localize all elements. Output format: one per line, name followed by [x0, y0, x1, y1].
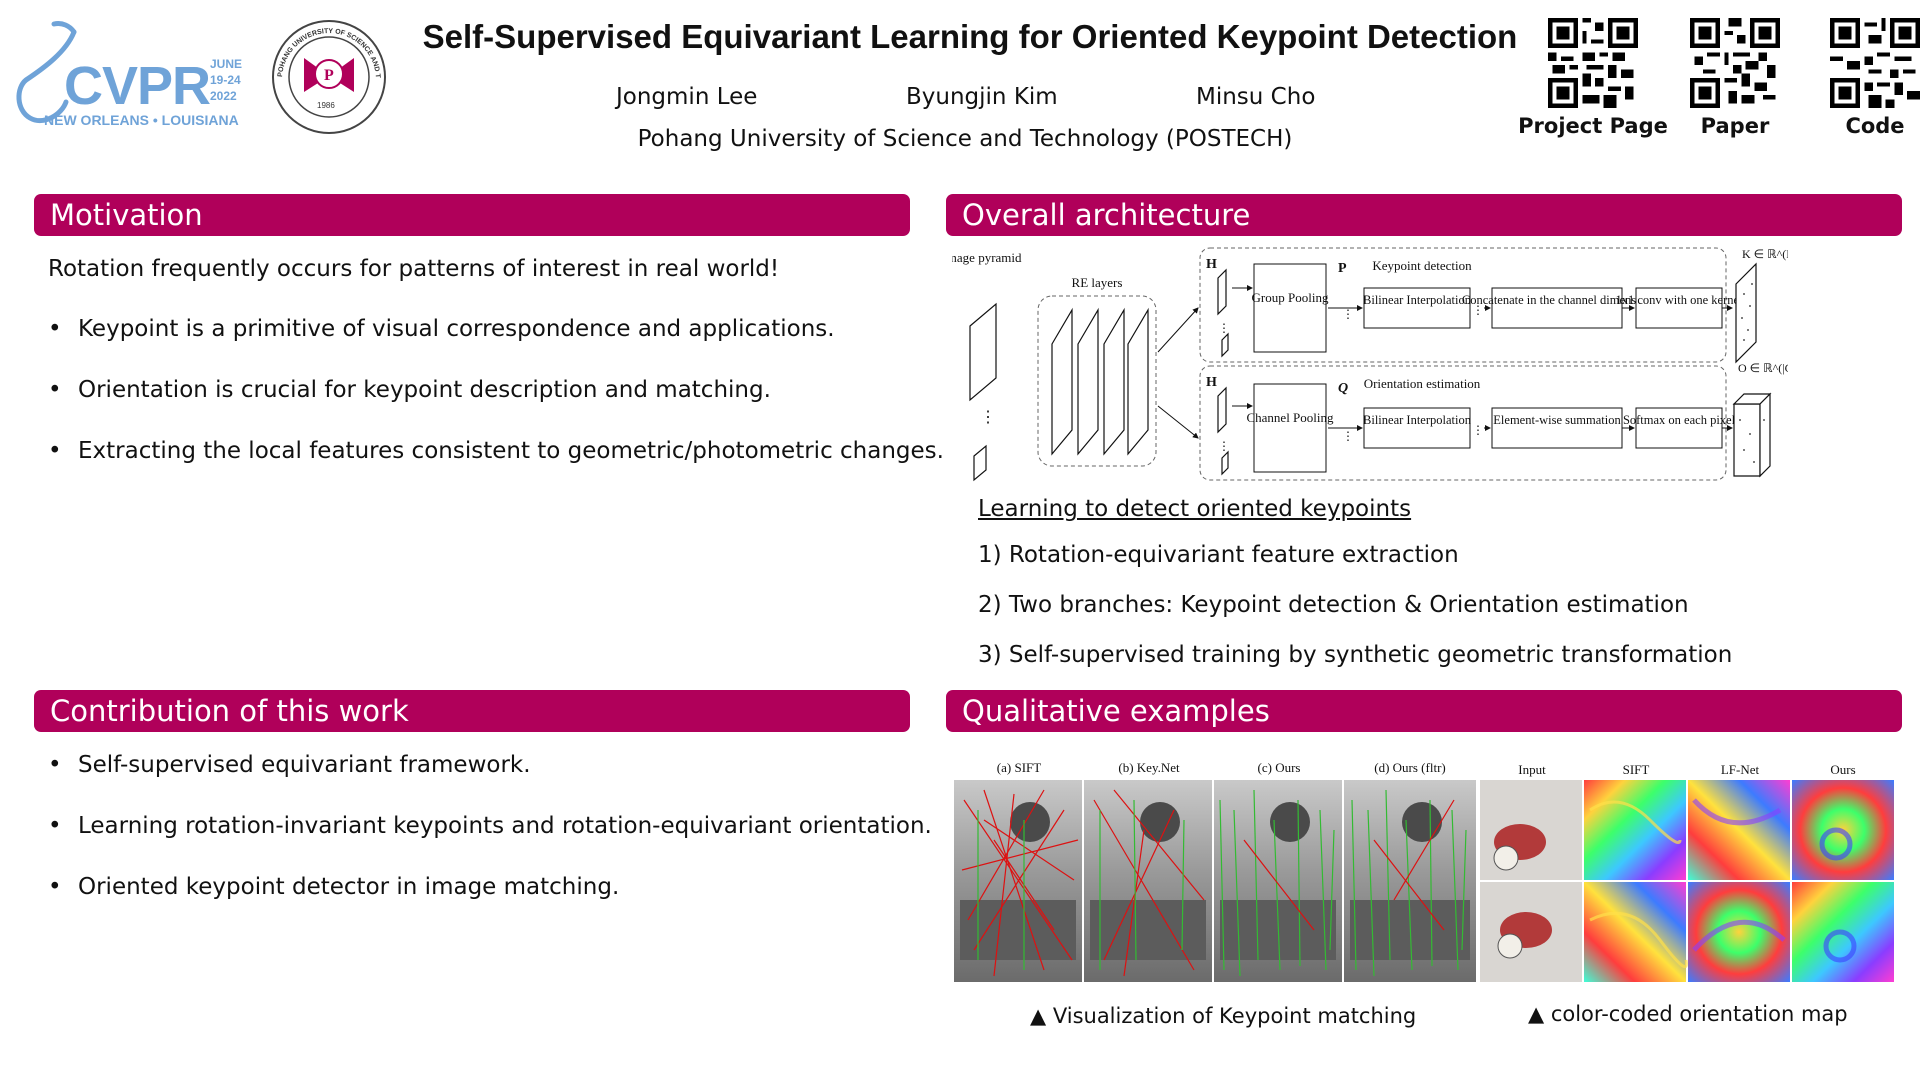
orientation-branch-label: Orientation estimation: [1364, 376, 1481, 391]
svg-text:⋮: ⋮: [1342, 307, 1354, 321]
list-item: Self-supervised equivariant framework.: [48, 752, 932, 813]
motivation-bullet-list: Keypoint is a primitive of visual corres…: [48, 316, 944, 499]
panel-label: (c) Ours: [1257, 760, 1301, 775]
keypoint-branch-label: Keypoint detection: [1372, 258, 1472, 273]
orientation-input-panel: [1480, 780, 1582, 982]
orientation-sift-panel: [1584, 780, 1688, 982]
svg-text:Group Pooling: Group Pooling: [1252, 290, 1329, 305]
svg-text:Concatenate in the channel dim: Concatenate in the channel dimension: [1462, 293, 1653, 307]
list-item: Keypoint is a primitive of visual corres…: [48, 316, 944, 377]
learning-title: Learning to detect oriented keypoints: [978, 496, 1412, 522]
panel-label: Ours: [1830, 762, 1856, 777]
motivation-intro: Rotation frequently occurs for patterns …: [48, 256, 780, 282]
list-item: Extracting the local features consistent…: [48, 438, 944, 499]
list-item: 3) Self-supervised training by synthetic…: [978, 642, 1733, 668]
keypoint-heatmap: [1735, 262, 1757, 364]
author-name: Minsu Cho: [1196, 84, 1316, 110]
matching-panel-keynet: [1084, 780, 1212, 982]
keypoint-output-label: K ∈ ℝ^(H,W): [1742, 247, 1788, 261]
orientation-ours-panel: [1792, 780, 1894, 982]
svg-text:19-24: 19-24: [210, 73, 241, 87]
image-pyramid-label: Image pyramid: [952, 250, 1022, 265]
re-layers-label: RE layers: [1072, 275, 1123, 290]
qualitative-heading: Qualitative examples: [946, 690, 1902, 732]
panel-label: (a) SIFT: [996, 760, 1042, 775]
architecture-diagram: Image pyramid ⋮ RE layers Keypoint detec…: [952, 247, 1788, 482]
svg-text:⋮: ⋮: [1218, 321, 1230, 335]
author-name: Byungjin Kim: [906, 84, 1058, 110]
qr-label-code[interactable]: Code: [1845, 114, 1905, 138]
orientation-output-label: O ∈ ℝ^(|G|,H,W): [1738, 361, 1788, 375]
qr-code-icon[interactable]: [1690, 18, 1780, 108]
keypoint-matching-figure: (a) SIFT (b) Key.Net (c) Ours (d) Ours (…: [954, 760, 1476, 982]
list-item: Orientation is crucial for keypoint desc…: [48, 377, 944, 438]
matching-caption: ▲ Visualization of Keypoint matching: [1030, 1004, 1417, 1028]
list-item: 2) Two branches: Keypoint detection & Or…: [978, 592, 1689, 618]
orientation-volume: [1732, 392, 1772, 478]
qr-code-icon[interactable]: [1548, 18, 1638, 108]
contribution-heading: Contribution of this work: [34, 690, 910, 732]
svg-text:⋮: ⋮: [1472, 423, 1484, 437]
motivation-heading: Motivation: [34, 194, 910, 236]
list-item: Learning rotation-invariant keypoints an…: [48, 813, 932, 874]
re-layer-stack: [1051, 307, 1149, 456]
svg-text:Q: Q: [1338, 381, 1348, 396]
svg-text:H: H: [1206, 375, 1217, 390]
orientation-lfnet-panel: [1688, 780, 1790, 982]
svg-text:⋮: ⋮: [980, 409, 996, 426]
svg-text:⋮: ⋮: [1472, 303, 1484, 317]
qr-code-icon[interactable]: [1830, 18, 1920, 108]
matching-panel-sift: [954, 780, 1082, 982]
postech-logo: POHANG UNIVERSITY OF SCIENCE AND TECHNOL…: [270, 18, 386, 134]
poster-title: Self-Supervised Equivariant Learning for…: [422, 18, 1518, 55]
panel-label: (b) Key.Net: [1118, 760, 1180, 775]
cvpr-logo: CVPR JUNE 19-24 2022 NEW ORLEANS • LOUIS…: [16, 21, 242, 128]
learning-steps: 1) Rotation-equivariant feature extracti…: [978, 542, 1732, 692]
panel-label: LF-Net: [1720, 762, 1760, 777]
orientation-map-figure: Input SIFT LF-Net Ours: [1480, 760, 1894, 982]
qr-label-project-page[interactable]: Project Page: [1518, 114, 1668, 138]
svg-text:⋮: ⋮: [1342, 429, 1354, 443]
architecture-heading: Overall architecture: [946, 194, 1902, 236]
svg-text:Bilinear Interpolation: Bilinear Interpolation: [1363, 413, 1472, 427]
contribution-bullet-list: Self-supervised equivariant framework. L…: [48, 752, 932, 935]
panel-label: SIFT: [1622, 762, 1650, 777]
cvpr-wordmark: CVPR: [64, 56, 210, 116]
panel-label: Input: [1518, 762, 1546, 777]
svg-text:P: P: [1338, 261, 1347, 276]
svg-text:Softmax on each pixel: Softmax on each pixel: [1623, 413, 1736, 427]
saxophone-icon: [16, 21, 77, 124]
panel-label: (d) Ours (fltr): [1374, 760, 1446, 775]
svg-text:2022: 2022: [210, 89, 237, 103]
qr-label-paper[interactable]: Paper: [1700, 114, 1770, 138]
postech-year: 1986: [317, 101, 335, 110]
svg-text:Channel Pooling: Channel Pooling: [1246, 410, 1334, 425]
matching-images: [954, 780, 1476, 982]
svg-text:⋮: ⋮: [1218, 439, 1230, 453]
matching-panel-ours: [1214, 780, 1342, 982]
image-pyramid: [969, 302, 997, 482]
list-item: Oriented keypoint detector in image matc…: [48, 874, 932, 935]
author-name: Jongmin Lee: [616, 84, 758, 110]
svg-text:Element-wise summation: Element-wise summation: [1493, 413, 1621, 427]
svg-text:1x1 conv with one kernel: 1x1 conv with one kernel: [1615, 293, 1743, 307]
author-list: Jongmin Lee Byungjin Kim Minsu Cho: [0, 84, 1920, 114]
list-item: 1) Rotation-equivariant feature extracti…: [978, 542, 1459, 568]
svg-text:P: P: [324, 67, 334, 84]
orientation-images: [1480, 780, 1894, 982]
svg-text:H: H: [1206, 257, 1217, 272]
cvpr-location: NEW ORLEANS • LOUISIANA: [44, 112, 239, 128]
matching-panel-ours-fltr: [1344, 780, 1476, 982]
svg-text:JUNE: JUNE: [210, 57, 242, 71]
orientation-caption: ▲ color-coded orientation map: [1528, 1002, 1848, 1026]
svg-text:Bilinear Interpolation: Bilinear Interpolation: [1363, 293, 1472, 307]
affiliation: Pohang University of Science and Technol…: [637, 126, 1293, 152]
